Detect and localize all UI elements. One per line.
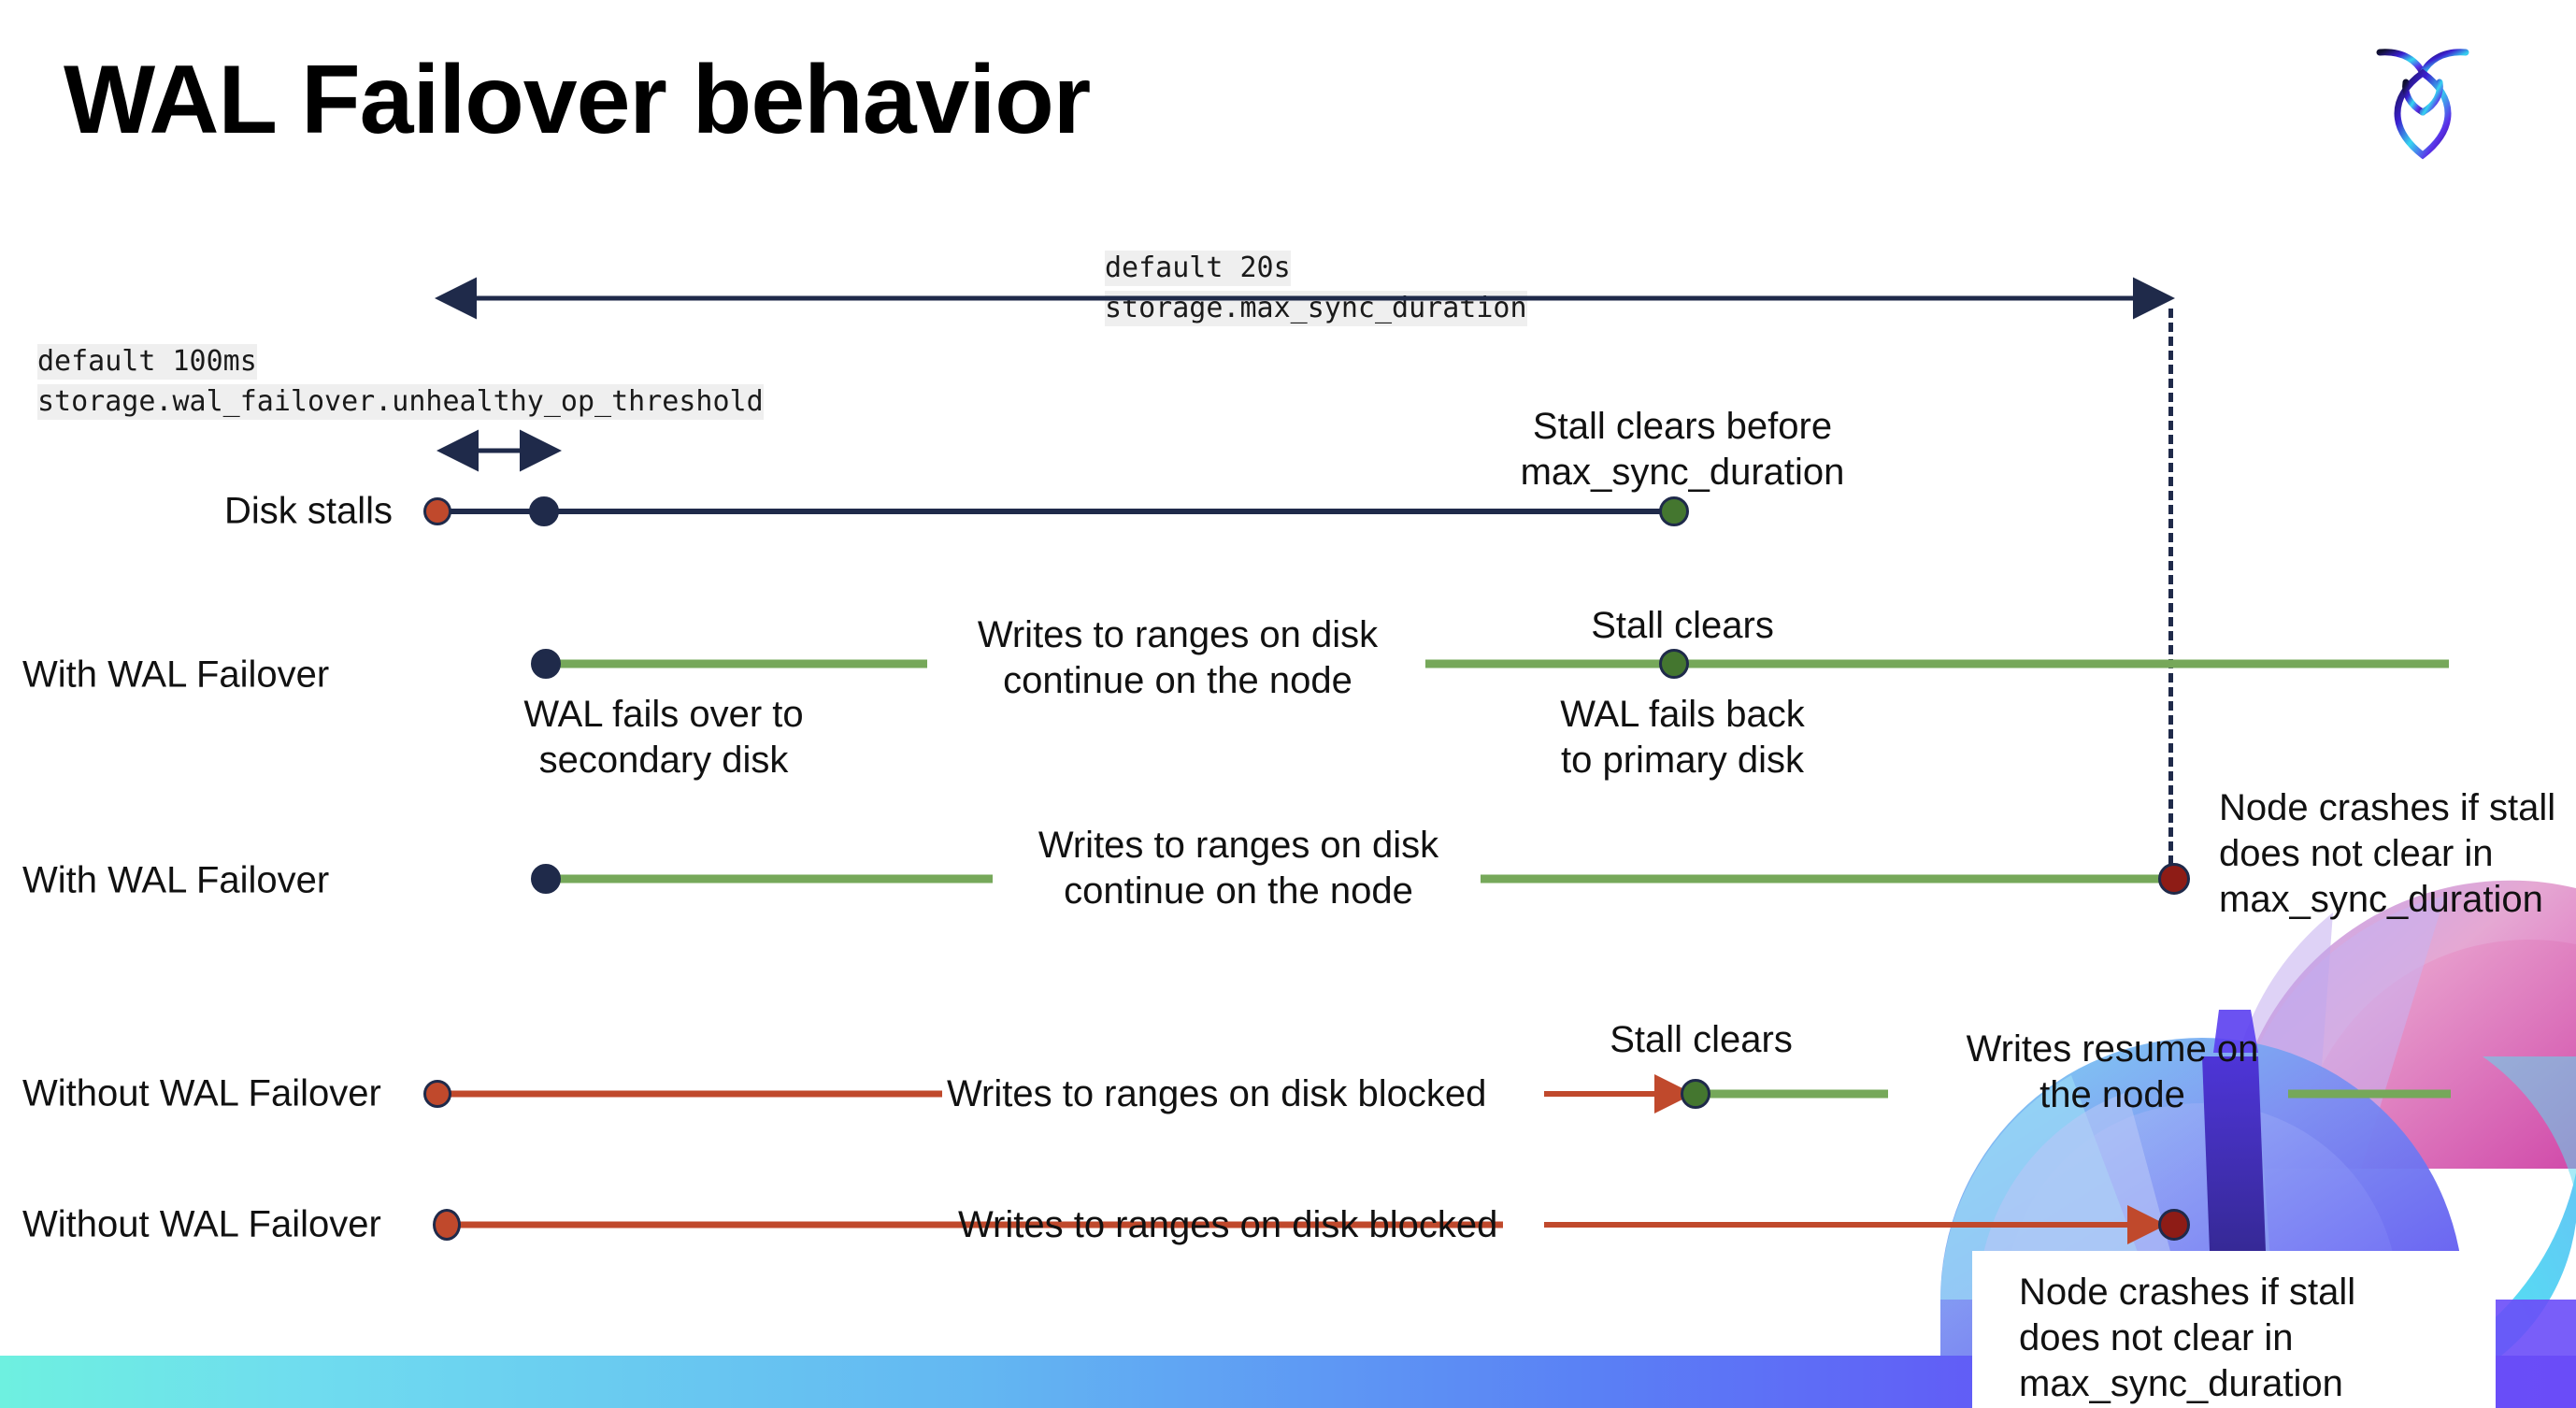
row5-red-segment xyxy=(447,1221,1503,1228)
note-backing-card xyxy=(1972,1251,2496,1408)
disk-stall-navy-segment xyxy=(437,509,1677,514)
note-row3-node-crashes: Node crashes if stall does not clear in … xyxy=(2219,787,2556,920)
cockroachdb-logo-icon xyxy=(2376,49,2469,160)
wal-failover-trigger-dot xyxy=(529,496,559,526)
note-row4-stall-clears: Stall clears xyxy=(1610,1019,1793,1060)
row2-green-segment-left xyxy=(546,659,927,668)
note-row2-stall-clears: Stall clears xyxy=(1591,605,1774,646)
note-row5-node-crashes: Node crashes if stall does not clear in … xyxy=(2019,1272,2356,1404)
row4-green-segment xyxy=(1697,1089,1888,1099)
row3-failover-dot xyxy=(531,864,561,894)
row-label-without-wal-failover-2: Without WAL Failover xyxy=(22,1203,381,1245)
note-row4-writes-blocked: Writes to ranges on disk blocked xyxy=(947,1073,1487,1114)
row5-stall-start-dot xyxy=(433,1209,461,1241)
unhealthy-op-default-label: default 100ms xyxy=(37,344,257,381)
row4-red-segment xyxy=(437,1090,942,1098)
row2-stall-clears-dot xyxy=(1659,649,1689,679)
row5-node-crash-dot xyxy=(2158,1209,2190,1241)
row-label-with-wal-failover-2: With WAL Failover xyxy=(22,859,330,901)
note-stall-clears-before: Stall clears before max_sync_duration xyxy=(1520,406,1845,493)
row-label-disk-stalls: Disk stalls xyxy=(223,490,393,532)
disk-stall-clears-dot xyxy=(1659,496,1689,526)
note-row2-writes-continue: Writes to ranges on disk continue on the… xyxy=(977,614,1379,701)
note-row3-writes-continue: Writes to ranges on disk continue on the… xyxy=(1038,825,1439,912)
row4-stall-start-dot xyxy=(423,1080,451,1108)
note-row2-wal-fails-back: WAL fails back to primary disk xyxy=(1560,694,1805,781)
row3-green-segment-right xyxy=(1481,874,2177,884)
disk-stall-start-dot xyxy=(423,497,451,525)
row3-node-crash-dot xyxy=(2158,863,2190,895)
note-row5-writes-blocked: Writes to ranges on disk blocked xyxy=(958,1204,1498,1245)
row2-failover-dot xyxy=(531,649,561,679)
row4-green-segment-far-right xyxy=(2288,1089,2451,1099)
row3-green-segment-left xyxy=(546,874,993,884)
row2-green-segment-right xyxy=(1425,659,2449,668)
page-title: WAL Failover behavior xyxy=(64,46,1091,154)
row4-stall-clears-dot xyxy=(1681,1079,1710,1109)
max-sync-duration-dashed-guide xyxy=(2168,309,2173,879)
row-label-without-wal-failover-1: Without WAL Failover xyxy=(22,1072,381,1114)
row-label-with-wal-failover-1: With WAL Failover xyxy=(22,654,330,696)
note-row2-wal-fails-over: WAL fails over to secondary disk xyxy=(523,694,804,781)
note-row4-writes-resume: Writes resume on the node xyxy=(1966,1028,2259,1115)
unhealthy-op-setting-name: storage.wal_failover.unhealthy_op_thresh… xyxy=(37,384,764,421)
